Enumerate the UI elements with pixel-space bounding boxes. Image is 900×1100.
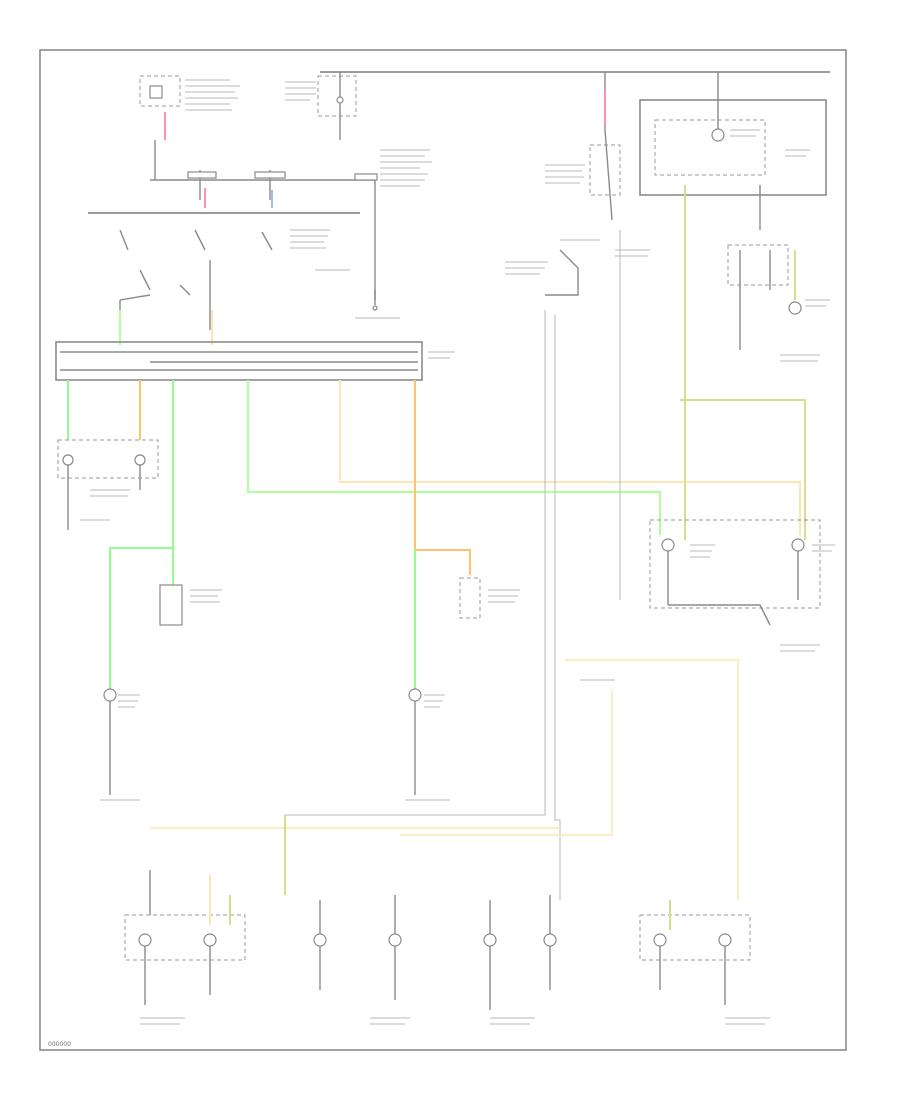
right-front-lamp: [405, 688, 450, 801]
license-lamp-pair: [57, 439, 159, 530]
diagram-frame: [39, 49, 847, 1051]
left-turn-module: [159, 584, 222, 626]
rear-lamp-cluster-right: [649, 519, 835, 652]
right-turn-module: [459, 577, 520, 619]
left-front-lamp: [100, 688, 140, 801]
upper-left-distribution: [150, 170, 376, 300]
hazard-flasher: [727, 244, 830, 362]
tan-mid-right: [565, 659, 739, 900]
junction-block: [55, 341, 455, 381]
bottom-lamp-row: [124, 870, 770, 1025]
tan-horizontal-run: [339, 380, 801, 535]
diagram-id-label: 000000: [48, 1041, 71, 1048]
upper-center-label: [380, 149, 432, 187]
gray-long-run-2: [554, 315, 561, 900]
center-ground: [355, 290, 400, 319]
tan-bottom-run-2: [400, 690, 613, 836]
brake-switch: [545, 129, 621, 221]
yellow-green-vertical-2: [680, 399, 806, 540]
right-relay-box: [604, 72, 827, 196]
left-front-green-wire: [109, 547, 173, 690]
right-front-orange-wire: [415, 549, 471, 575]
headlamp-switch-contacts: [119, 229, 350, 330]
hot-at-all-times-fuse-block: [139, 75, 230, 107]
green-horizontal-run: [247, 380, 661, 535]
center-top-fuse: [285, 72, 357, 140]
fuse-label-block-left: [185, 85, 240, 111]
turn-signal-switch: [505, 239, 650, 296]
